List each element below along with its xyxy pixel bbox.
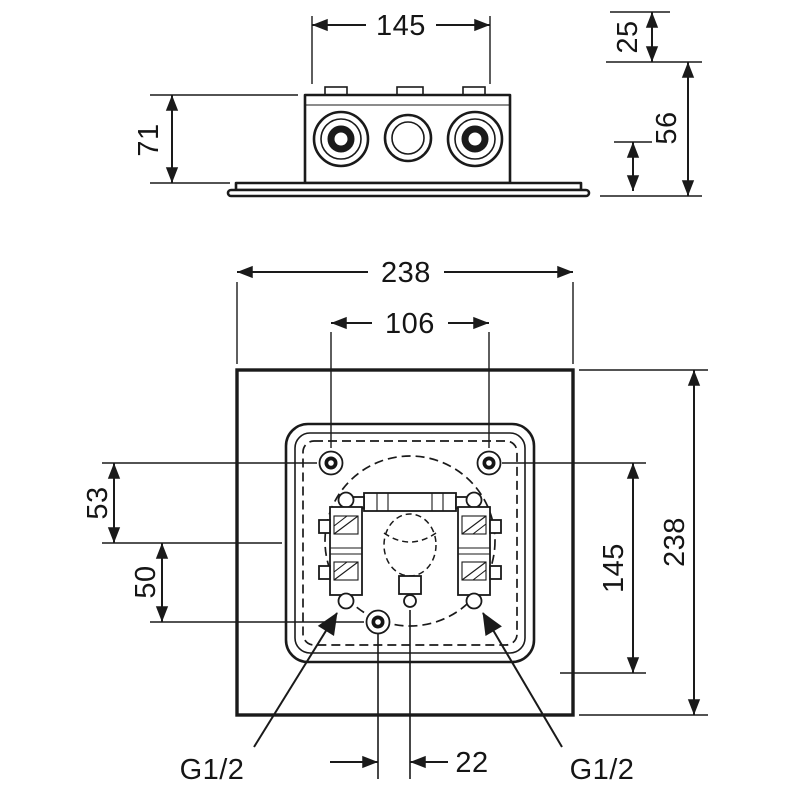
dim-front-height-label: 238	[659, 517, 691, 567]
front-view: 238 106 53 50 145	[82, 256, 708, 786]
dim-side-height-label: 71	[133, 123, 165, 156]
dim-screw-spacing: 106	[330, 307, 490, 448]
dim-side-height: 71	[133, 94, 298, 184]
right-valve	[457, 491, 502, 610]
connection-right-leader	[482, 612, 563, 748]
screw-top-right	[476, 450, 502, 476]
outlet-block	[398, 575, 422, 595]
dim-upper-offset-label: 53	[82, 486, 114, 519]
connection-left-label: G1/2	[180, 754, 245, 786]
left-valve	[318, 491, 363, 610]
dim-lower-offset-label: 50	[130, 565, 162, 598]
left-port	[312, 110, 370, 168]
dim-center-offset-label: 22	[455, 747, 488, 779]
dim-vertical-span-label: 145	[598, 543, 630, 593]
dim-side-width: 145	[311, 9, 491, 84]
dim-upper-offset: 53	[82, 462, 317, 544]
screw-top-left	[318, 450, 344, 476]
dim-side-top-offset-label: 25	[612, 20, 644, 53]
dim-front-width: 238	[236, 256, 574, 364]
center-port	[383, 113, 433, 163]
outlet-circle	[403, 594, 417, 608]
dim-side-depth-label: 56	[651, 111, 683, 144]
valve-mechanism	[318, 491, 502, 779]
dim-screw-spacing-label: 106	[385, 308, 435, 340]
valve-housing-outline	[303, 93, 512, 185]
connection-left-leader	[253, 612, 338, 748]
dim-front-height: 238	[579, 369, 708, 716]
side-view: 145 25 71 56	[133, 9, 702, 198]
dim-side-width-label: 145	[376, 10, 426, 42]
right-port	[446, 110, 504, 168]
dim-vertical-span: 145	[502, 462, 646, 674]
connection-right-label: G1/2	[570, 754, 635, 786]
screw-bottom-center	[365, 609, 391, 635]
dim-center-offset: 22	[330, 747, 488, 779]
dim-side-top-offset: 25	[606, 11, 702, 63]
dim-front-width-label: 238	[381, 257, 431, 289]
connection-left: G1/2	[180, 612, 338, 786]
dim-side-depth: 56	[600, 62, 702, 197]
wall-plate	[226, 181, 591, 198]
center-funnel	[383, 513, 437, 608]
bridge-assembly	[345, 492, 475, 512]
connection-right: G1/2	[482, 612, 635, 786]
